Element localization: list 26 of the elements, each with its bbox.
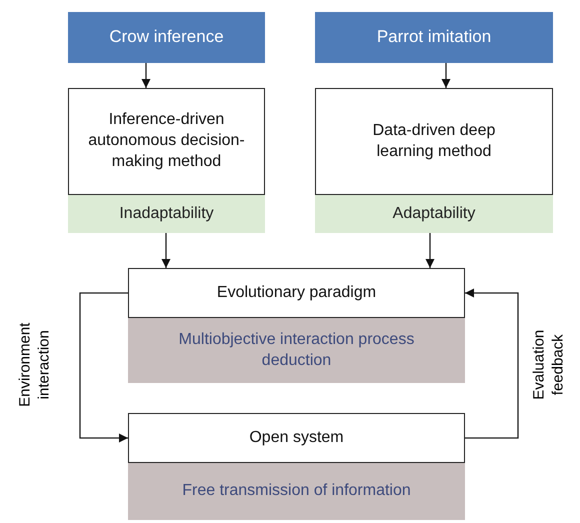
description-band: [128, 463, 465, 520]
arrow: [426, 233, 434, 268]
node-text: Multiobjective interaction process deduction: [178, 330, 416, 370]
process-box: [315, 88, 553, 195]
process-box: [128, 413, 465, 463]
heading-bar: [68, 12, 265, 63]
node-text: Inference-driven autonomous decision-making method: [87, 110, 246, 172]
node-text: Crow inference: [109, 26, 224, 48]
node-text: Adaptability: [392, 204, 476, 224]
property-band: [68, 195, 265, 233]
node-text: Free transmission of information: [182, 481, 411, 502]
arrow: [79, 292, 128, 442]
description-band: [128, 318, 465, 383]
arrow: [465, 288, 519, 439]
process-box: [68, 88, 265, 195]
node-text: Evolutionary paradigm: [216, 282, 376, 303]
property-band: [315, 195, 553, 233]
node-text: Data-driven deep learning method: [372, 120, 496, 162]
arrow: [162, 233, 170, 268]
node-text: Inadaptability: [119, 204, 214, 224]
node-text: Open system: [249, 428, 344, 448]
arrow: [142, 63, 150, 88]
arrow: [442, 63, 450, 88]
process-box: [128, 268, 465, 318]
node-text: Parrot imitation: [376, 26, 492, 48]
heading-bar: [315, 12, 553, 63]
